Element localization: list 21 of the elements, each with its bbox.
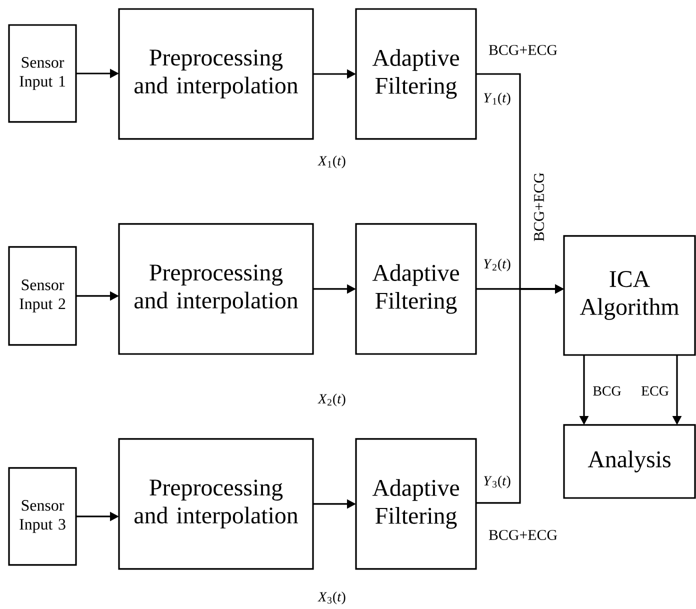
- signal-label: BCG+ECG: [534, 172, 544, 242]
- process-box: Sensor Input 1: [8, 24, 77, 123]
- process-box: ICA Algorithm: [563, 235, 696, 356]
- edge-label: Y$_{1}$(t): [484, 92, 510, 106]
- process-box: Analysis: [563, 424, 696, 499]
- signal-label: BCG+ECG: [488, 530, 558, 540]
- process-box: Sensor Input 3: [8, 467, 77, 566]
- process-box: Adaptive Filtering: [355, 8, 477, 140]
- process-box: Preprocessing and interpolation: [118, 223, 314, 355]
- process-box: Preprocessing and interpolation: [118, 8, 314, 140]
- edge-label: ECG: [641, 386, 669, 396]
- edge-label: Y$_{2}$(t): [484, 258, 510, 272]
- signal-label: X$_{3}$(t): [318, 592, 346, 604]
- signal-label: X$_{2}$(t): [318, 394, 346, 406]
- edge-label: BCG: [593, 386, 621, 396]
- process-box: Preprocessing and interpolation: [118, 438, 314, 570]
- signal-label: X$_{1}$(t): [318, 156, 346, 168]
- process-box: Sensor Input 2: [8, 246, 77, 346]
- process-box: Adaptive Filtering: [355, 223, 477, 355]
- edge-label: Y$_{3}$(t): [484, 476, 510, 488]
- process-box: Adaptive Filtering: [355, 438, 477, 570]
